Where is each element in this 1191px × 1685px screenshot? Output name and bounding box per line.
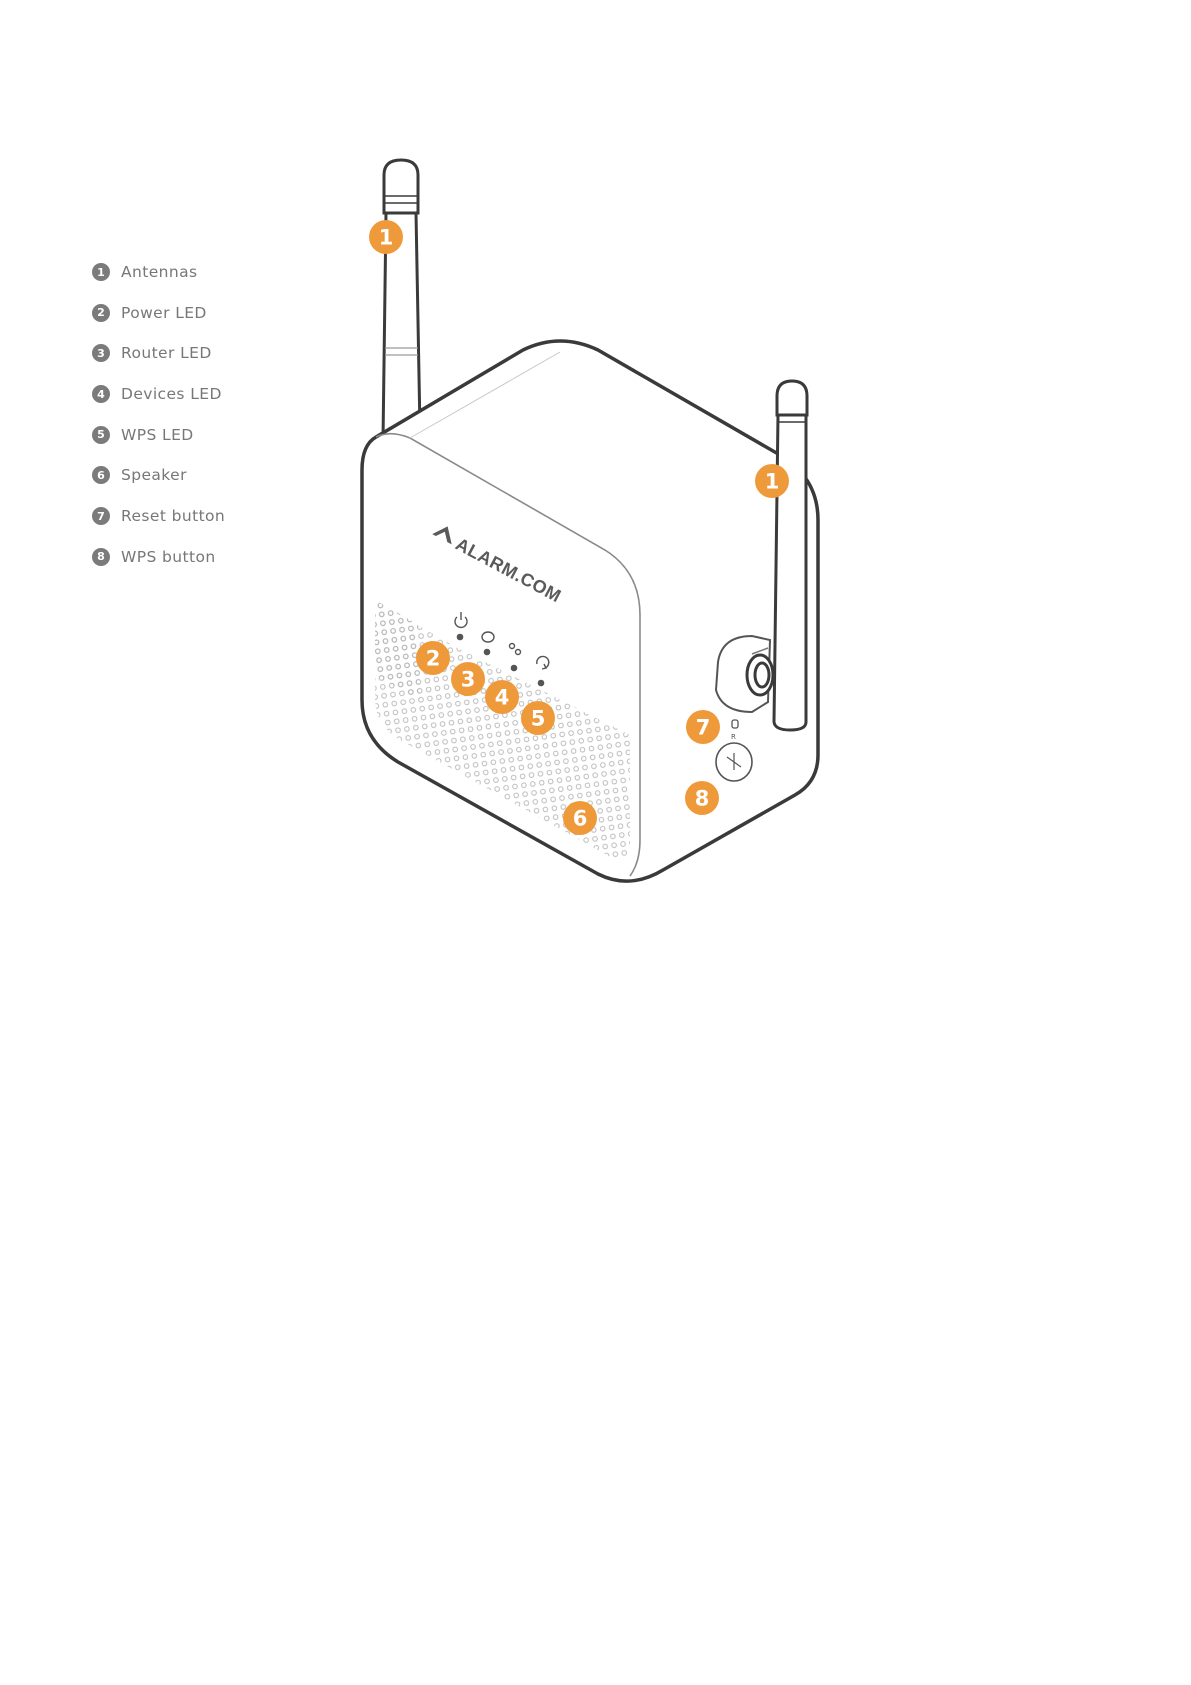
devices-led (511, 665, 518, 672)
router-led (484, 649, 491, 656)
callout-5: 5 (521, 701, 555, 735)
callout-number: 6 (573, 807, 588, 831)
callout-number: 8 (695, 787, 710, 811)
antenna-left (383, 160, 420, 440)
callout-1-right: 1 (755, 464, 789, 498)
callout-number: 1 (379, 226, 394, 250)
callout-2: 2 (416, 641, 450, 675)
wps-button (716, 743, 752, 781)
wps-led (538, 680, 545, 687)
power-plug (716, 636, 773, 712)
callout-7: 7 (686, 710, 720, 744)
callout-number: 5 (531, 707, 546, 731)
callout-3: 3 (451, 662, 485, 696)
antenna-right (774, 381, 807, 730)
callout-number: 7 (696, 716, 711, 740)
callout-number: 1 (765, 470, 780, 494)
callout-number: 4 (495, 686, 510, 710)
callout-number: 3 (461, 668, 476, 692)
callout-4: 4 (485, 680, 519, 714)
reset-mark-icon: R (731, 733, 736, 741)
power-led (457, 634, 464, 641)
callout-1-left: 1 (369, 220, 403, 254)
callout-6: 6 (563, 801, 597, 835)
callout-number: 2 (426, 647, 441, 671)
callout-8: 8 (685, 781, 719, 815)
